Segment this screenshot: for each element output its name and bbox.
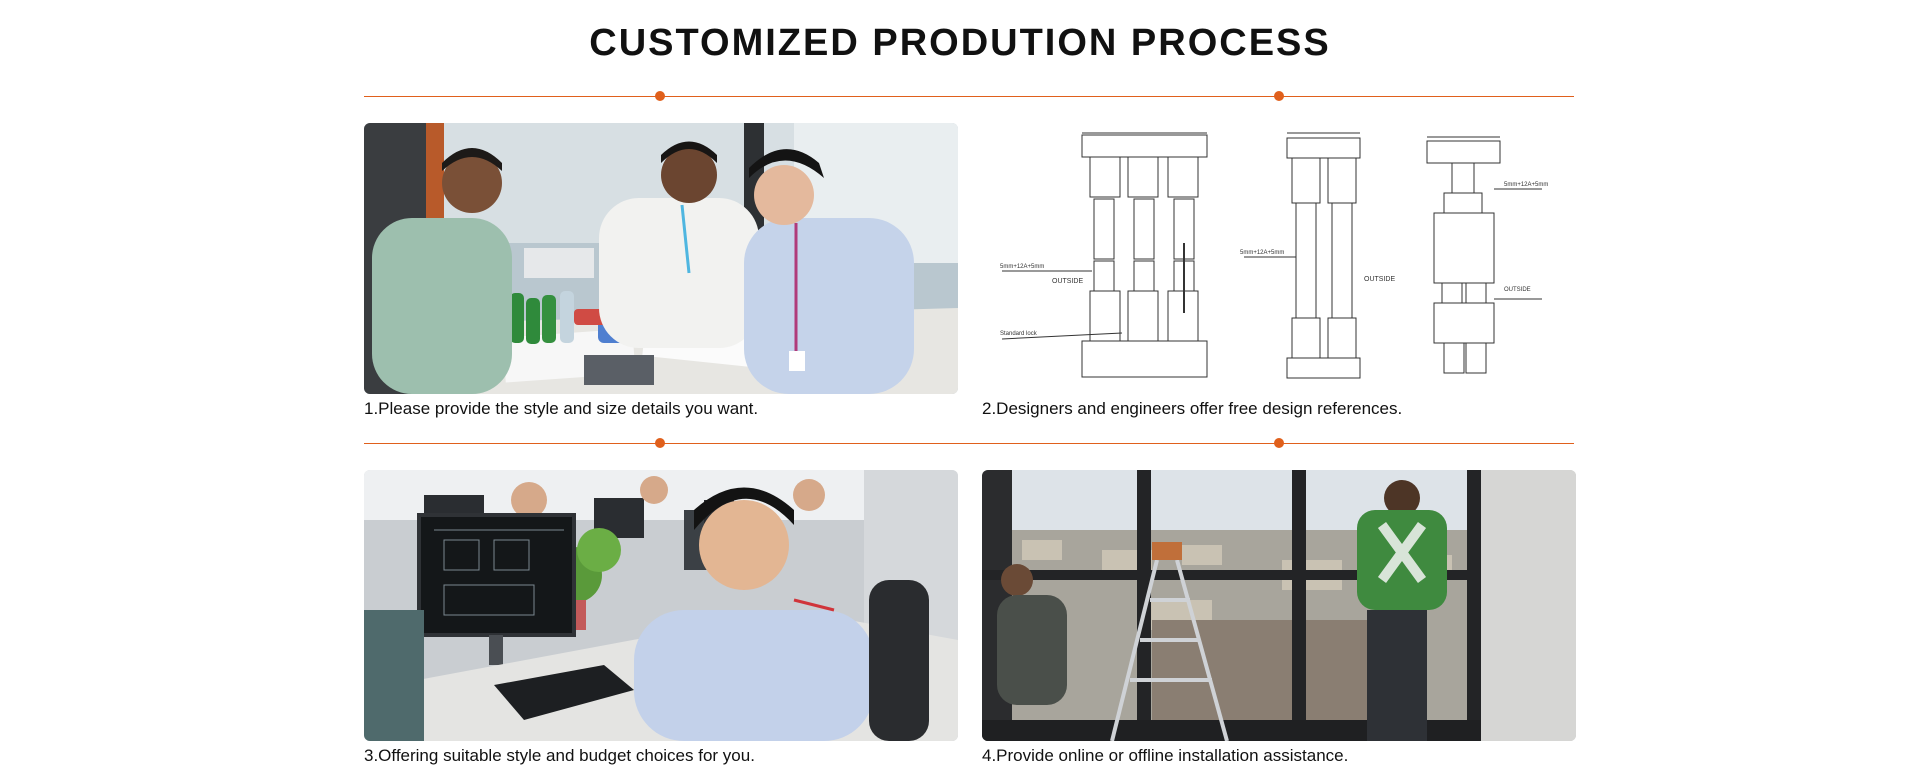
step-caption-2: 2.Designers and engineers offer free des…	[982, 399, 1403, 418]
window-profile-drawing: 5mm+12A+5mm OUTSIDE Standard lock 5mm+12…	[982, 123, 1576, 394]
svg-text:5mm+12A+5mm: 5mm+12A+5mm	[1240, 250, 1284, 256]
step-card-2: 5mm+12A+5mm OUTSIDE Standard lock 5mm+12…	[982, 123, 1576, 419]
step-caption-4: 4.Provide online or offline installation…	[982, 746, 1349, 765]
divider-dot	[1274, 438, 1284, 448]
step-caption-3: 3.Offering suitable style and budget cho…	[364, 746, 755, 765]
step-card-4: 4.Provide online or offline installation…	[982, 470, 1576, 766]
svg-text:Standard lock: Standard lock	[1000, 331, 1038, 337]
outside-label-3: OUTSIDE	[1504, 287, 1531, 293]
outside-label-1: OUTSIDE	[1052, 278, 1083, 285]
svg-text:5mm+12A+5mm: 5mm+12A+5mm	[1000, 264, 1044, 270]
svg-text:5mm+12A+5mm: 5mm+12A+5mm	[1504, 182, 1548, 188]
outside-label-2: OUTSIDE	[1364, 276, 1395, 283]
top-divider	[364, 91, 1574, 101]
divider-dot	[1274, 91, 1284, 101]
step-card-1: 1.Please provide the style and size deta…	[364, 123, 958, 419]
divider-dot	[655, 91, 665, 101]
design-office-photo	[364, 470, 958, 741]
divider-dot	[655, 438, 665, 448]
middle-divider	[364, 438, 1574, 448]
step-caption-1: 1.Please provide the style and size deta…	[364, 399, 759, 418]
clients-meeting-photo	[364, 123, 958, 394]
installation-site-photo	[982, 470, 1576, 741]
page-title: CUSTOMIZED PRODUTION PROCESS	[589, 22, 1331, 64]
step-card-3: 3.Offering suitable style and budget cho…	[364, 470, 958, 766]
